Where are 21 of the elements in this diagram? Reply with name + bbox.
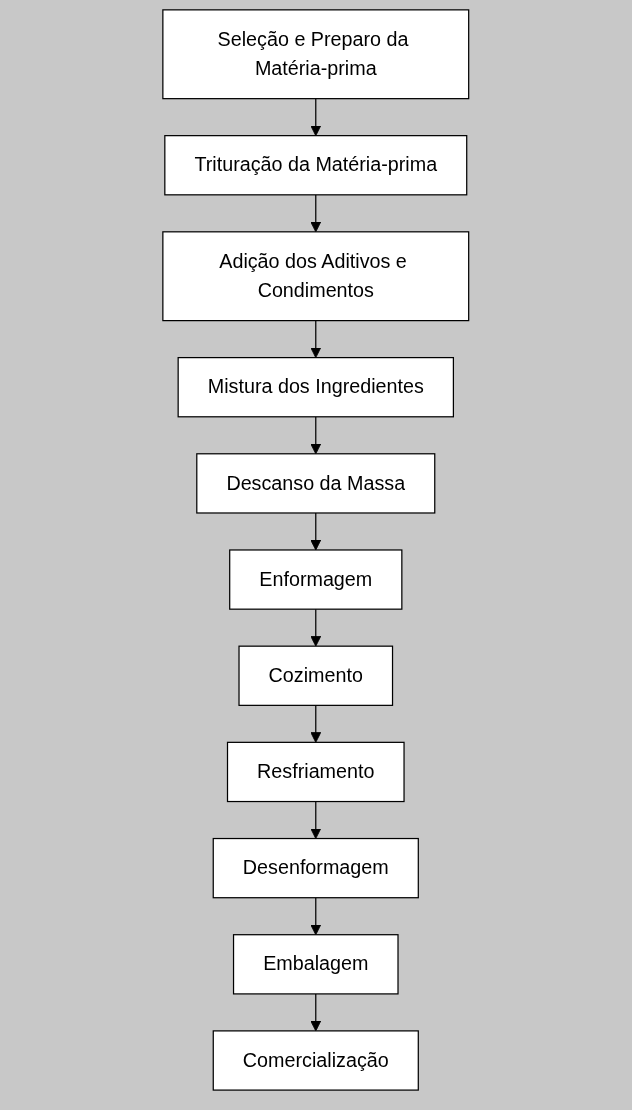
node-box: Desenformagem bbox=[212, 837, 420, 899]
arrow bbox=[310, 897, 322, 936]
node-box: Trituração da Matéria-prima bbox=[164, 135, 468, 196]
node-box: Embalagem bbox=[233, 934, 399, 995]
node-box: Cozimento bbox=[238, 645, 394, 706]
arrow bbox=[310, 512, 322, 551]
node-box: Enformagem bbox=[229, 549, 403, 610]
arrow bbox=[310, 704, 322, 743]
node-box: Resfriamento bbox=[227, 741, 405, 803]
arrow bbox=[310, 416, 322, 455]
node-box: Adição dos Aditivos e Condimentos bbox=[162, 231, 470, 322]
node-box: Descanso da Massa bbox=[196, 453, 436, 514]
arrow bbox=[310, 800, 322, 839]
arrow bbox=[310, 194, 322, 233]
node-box: Mistura dos Ingredientes bbox=[177, 357, 455, 418]
node-box: Seleção e Preparo da Matéria-prima bbox=[162, 9, 470, 100]
arrow bbox=[310, 993, 322, 1032]
node-box: Comercialização bbox=[212, 1030, 420, 1091]
arrow bbox=[310, 608, 322, 647]
arrow bbox=[310, 320, 322, 359]
arrow bbox=[310, 98, 322, 137]
